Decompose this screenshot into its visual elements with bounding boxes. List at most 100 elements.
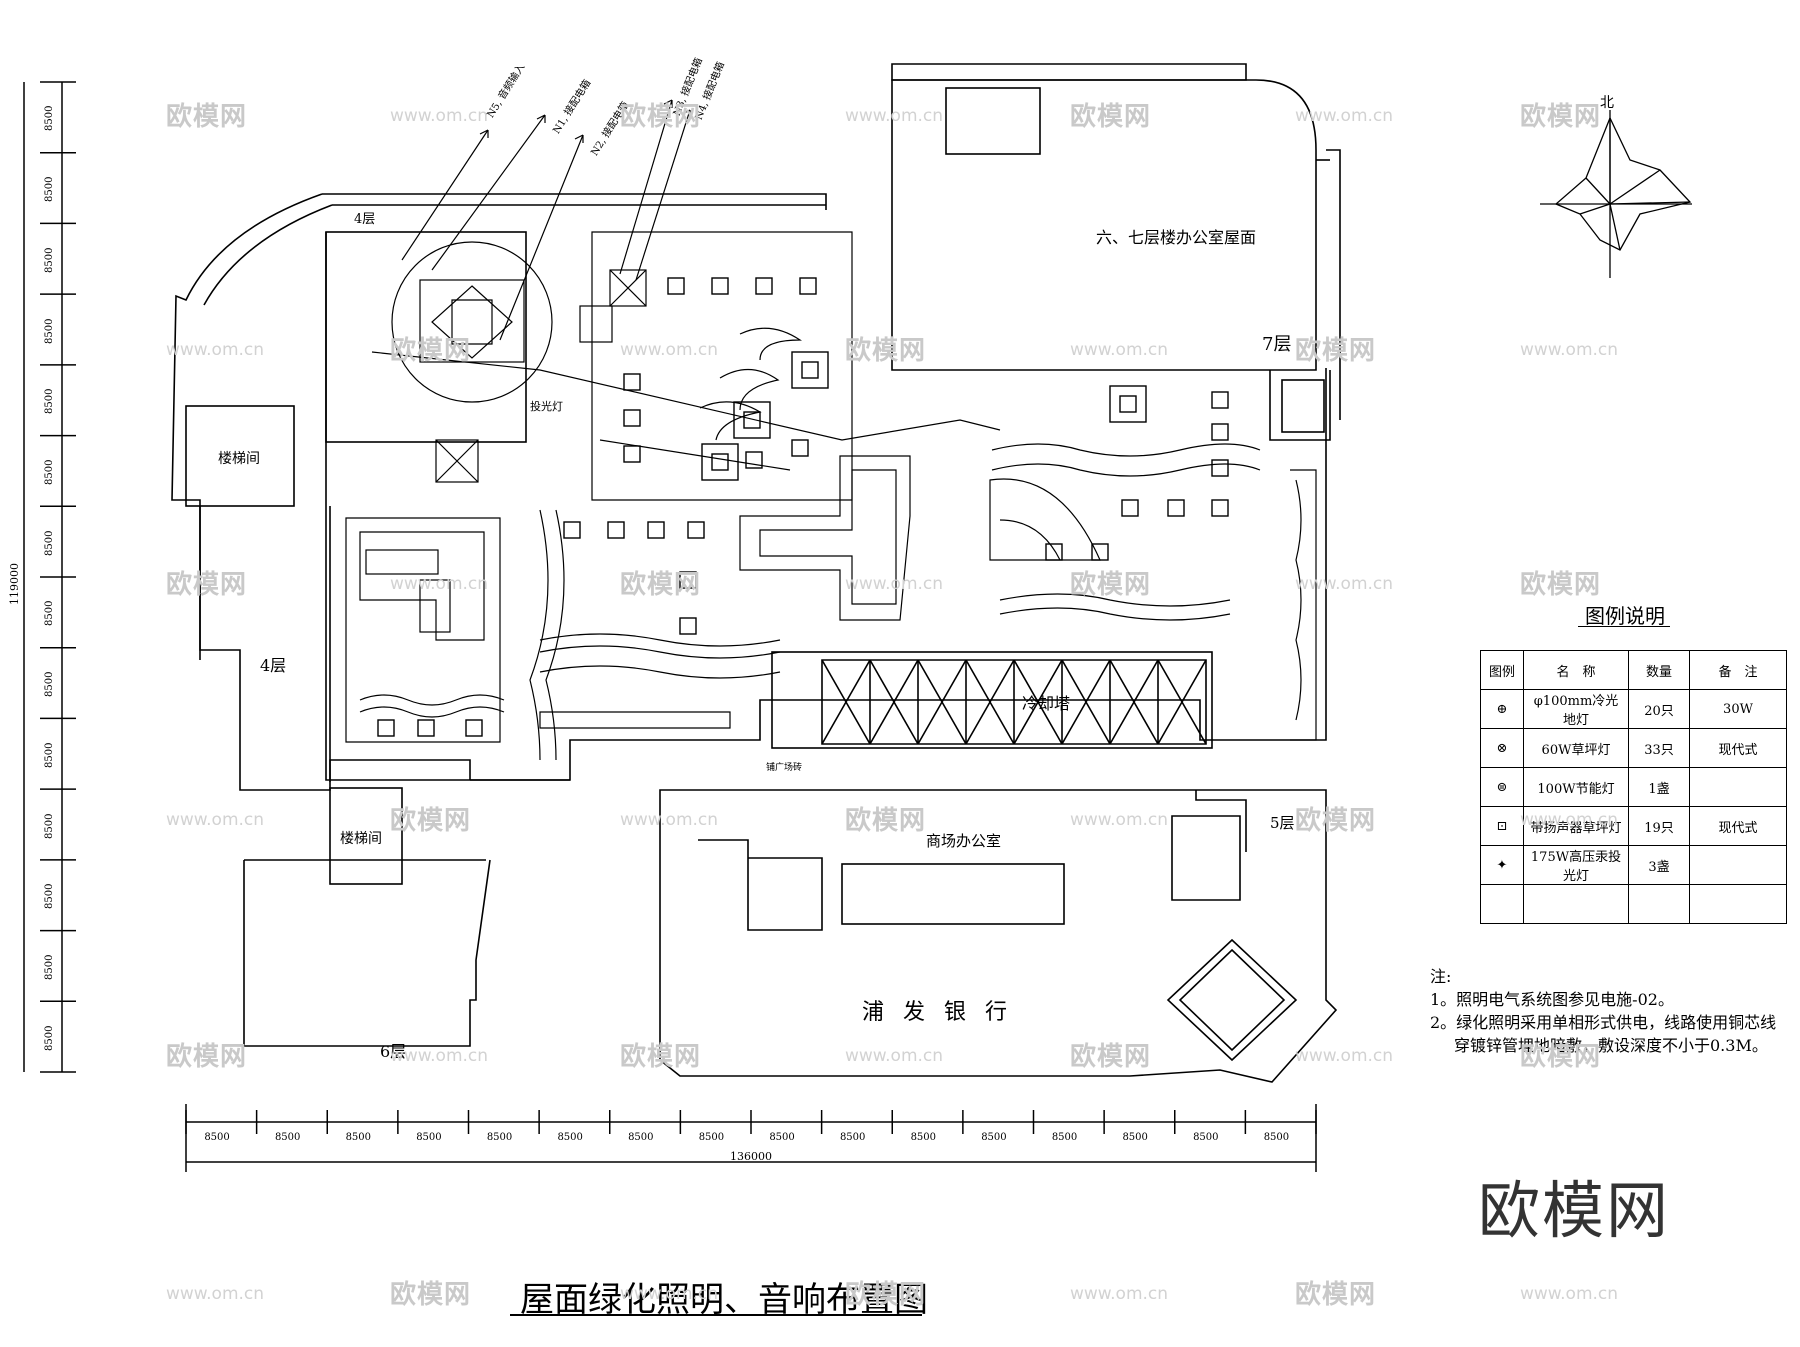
fixture-squares — [377, 277, 1229, 737]
label-floor6: 6层 — [380, 1042, 407, 1061]
watermark-url: www.om.cn — [620, 340, 719, 360]
legend-name: φ100mm冷光地灯 — [1523, 689, 1629, 729]
fixture-square — [1211, 423, 1229, 441]
label-office-roof: 六、七层楼办公室屋面 — [1096, 228, 1257, 247]
fixture-square — [647, 521, 665, 539]
fixture-square — [1109, 385, 1147, 423]
watermark-brand: 欧模网 — [1070, 570, 1152, 600]
dim-total-horizontal: 136000 — [730, 1150, 772, 1163]
legend-symbol-icon: ⊜ — [1480, 767, 1524, 807]
dim-vertical-segment: 8500 — [44, 105, 55, 132]
fixture-square — [667, 277, 685, 295]
watermark-url: www.om.cn — [390, 106, 489, 126]
fixture-square — [711, 277, 729, 295]
watermark-brand: 欧模网 — [620, 102, 702, 132]
legend-qty: 19只 — [1628, 806, 1690, 846]
fixture-square — [679, 571, 697, 589]
fixture-square — [1119, 395, 1137, 413]
dim-vertical-segment: 8500 — [44, 388, 55, 415]
fixture-square — [623, 409, 641, 427]
building-outline — [171, 63, 1341, 1083]
watermark-url: www.om.cn — [1520, 1284, 1619, 1304]
fixture-square — [1045, 543, 1063, 561]
fixture-square — [743, 411, 761, 429]
legend-qty: 3盏 — [1628, 845, 1690, 885]
vertical-dimension-chain — [23, 81, 76, 1073]
fixture-square — [1121, 499, 1139, 517]
legend-qty: 33只 — [1628, 728, 1690, 768]
dim-horizontal-segment: 8500 — [910, 1132, 937, 1143]
watermark-brand: 欧模网 — [390, 336, 472, 366]
legend-header-symbol: 图例 — [1480, 650, 1524, 690]
legend-note: 现代式 — [1689, 728, 1787, 768]
fixture-square — [1211, 459, 1229, 477]
watermark-url: www.om.cn — [845, 106, 944, 126]
horizontal-dimension-chain — [185, 1104, 1317, 1172]
dim-vertical-segment: 8500 — [44, 600, 55, 627]
watermark-url: www.om.cn — [845, 1046, 944, 1066]
fixture-square — [687, 521, 705, 539]
fixture-square — [791, 439, 809, 457]
dim-vertical-segment: 8500 — [44, 883, 55, 910]
watermark-brand: 欧模网 — [1520, 102, 1602, 132]
fixture-square — [1211, 499, 1229, 517]
dim-horizontal-segment: 8500 — [1263, 1132, 1290, 1143]
dim-horizontal-segment: 8500 — [981, 1132, 1007, 1143]
fixture-square — [1091, 543, 1109, 561]
watermark-brand: 欧模网 — [1070, 102, 1152, 132]
watermark-url: www.om.cn — [620, 810, 719, 830]
dim-horizontal-segment: 8500 — [698, 1132, 725, 1143]
circuit-lines — [401, 99, 691, 341]
watermark-url: www.om.cn — [1295, 574, 1394, 594]
dim-vertical-segment: 8500 — [44, 318, 55, 344]
watermark-brand: 欧模网 — [1295, 1280, 1377, 1310]
fixture-square — [799, 277, 817, 295]
legend-header-name: 名 称 — [1523, 650, 1629, 690]
dim-vertical-segment: 8500 — [44, 813, 55, 839]
watermark-url: www.om.cn — [390, 574, 489, 594]
fixture-square — [623, 445, 641, 463]
dim-total-vertical: 119000 — [8, 563, 21, 605]
compass-north: 北 — [1600, 95, 1614, 111]
legend-note — [1689, 884, 1787, 924]
watermark-url: www.om.cn — [1520, 810, 1619, 830]
dim-horizontal-segment: 8500 — [274, 1132, 301, 1143]
legend-row — [1480, 884, 1787, 924]
dim-vertical-segment: 8500 — [44, 176, 55, 203]
legend-symbol-icon: ✦ — [1480, 845, 1524, 885]
dim-horizontal-segment: 8500 — [628, 1132, 654, 1143]
watermark-brand: 欧模网 — [1520, 570, 1602, 600]
dim-vertical-segment: 8500 — [44, 742, 55, 768]
watermark-url: www.om.cn — [620, 1284, 719, 1304]
label-plaza: 铺广场砖 — [766, 763, 803, 773]
compass-rose — [1540, 110, 1692, 278]
notes-heading: 注: — [1430, 967, 1452, 986]
dim-horizontal-segment: 8500 — [1051, 1132, 1078, 1143]
label-cooling-tower: 冷却塔 — [1022, 694, 1071, 713]
label-floor7: 7层 — [1262, 334, 1292, 355]
dim-vertical-segment: 8500 — [44, 459, 55, 485]
stair-top — [185, 405, 295, 507]
watermark-brand: 欧模网 — [390, 1280, 472, 1310]
watermark-url: www.om.cn — [845, 574, 944, 594]
note-item: 穿镀锌管埋地暗敷，敷设深度不小于0.3M。 — [1454, 1036, 1768, 1055]
drawing-title: 屋面绿化照明、音响布置图 — [520, 1280, 928, 1320]
drawing-title-underline — [510, 1314, 922, 1316]
watermark-brand: 欧模网 — [1295, 336, 1377, 366]
dim-vertical-segment: 8500 — [44, 247, 55, 273]
legend-header-qty: 数量 — [1628, 650, 1690, 690]
fixture-square — [1211, 391, 1229, 409]
dim-horizontal-segment: 8500 — [486, 1132, 513, 1143]
legend-symbol-icon — [1480, 884, 1524, 924]
legend-symbol-icon: ⊗ — [1480, 728, 1524, 768]
legend-note — [1689, 845, 1787, 885]
watermark-brand: 欧模网 — [845, 1280, 927, 1310]
watermark-url: www.om.cn — [390, 1046, 489, 1066]
stair-bottom — [329, 787, 403, 885]
watermark-brand: 欧模网 — [1070, 1042, 1152, 1072]
legend-name — [1523, 884, 1629, 924]
fixture-square — [733, 401, 771, 439]
